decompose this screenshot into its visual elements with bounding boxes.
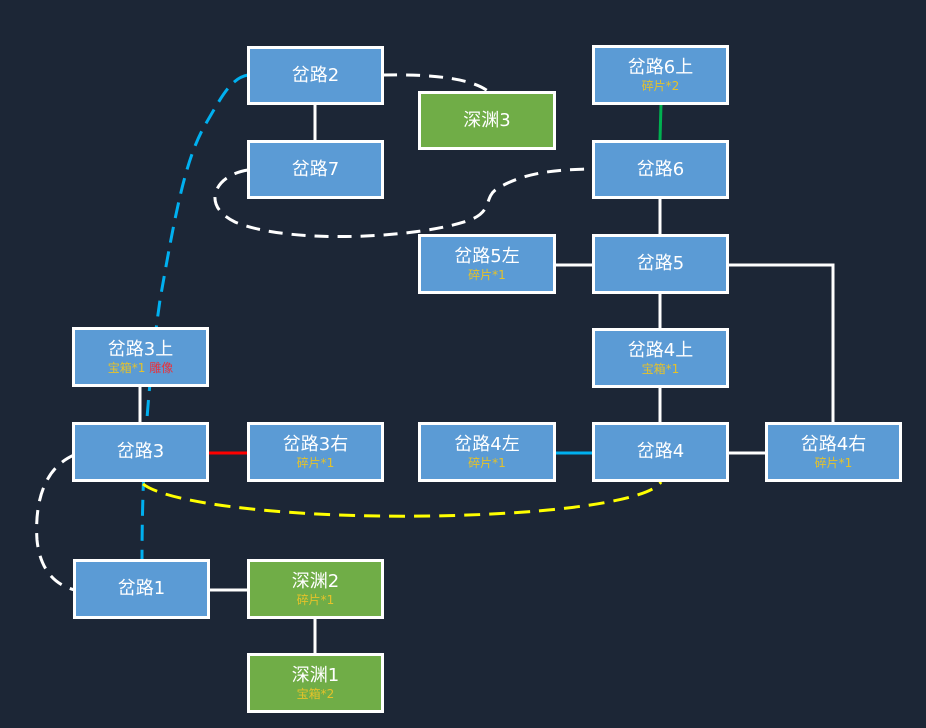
node-loot: 宝箱*2	[296, 686, 335, 701]
node-abyss-1: 深渊1 宝箱*2	[247, 653, 384, 713]
node-fork-7: 岔路7	[247, 140, 384, 199]
dashed-link-n3-n1	[35, 453, 76, 592]
statue-label: 雕像	[149, 360, 174, 375]
node-title: 深渊1	[291, 664, 340, 686]
node-abyss-2: 深渊2 碎片*1	[247, 559, 384, 619]
node-title: 岔路5	[636, 253, 685, 274]
dashed-link-n7-n6	[213, 167, 589, 239]
node-title: 岔路7	[291, 158, 340, 180]
node-title: 岔路4左	[454, 433, 520, 455]
node-title: 深渊2	[291, 570, 340, 592]
node-title: 岔路3右	[282, 433, 349, 455]
node-fork-3-right: 岔路3右 碎片*1	[247, 422, 384, 482]
node-title: 岔路4上	[627, 339, 694, 361]
node-fork-3-up: 岔路3上 宝箱*1 雕像	[72, 327, 209, 387]
node-title: 岔路2	[291, 64, 340, 86]
node-title: 岔路4	[636, 441, 685, 462]
node-title: 岔路6上	[627, 56, 694, 78]
dashed-link-n2-ab3	[382, 73, 490, 94]
node-loot: 碎片*1	[468, 455, 506, 470]
node-fork-4-right: 岔路4右 碎片*1	[765, 422, 902, 482]
node-loot: 宝箱*1 雕像	[107, 360, 174, 375]
dashed-link-n3-n4	[142, 481, 663, 518]
node-loot: 碎片*1	[296, 455, 335, 470]
node-fork-5-left: 岔路5左 碎片*1	[418, 234, 556, 294]
node-fork-6-up: 岔路6上 碎片*2	[592, 45, 729, 105]
node-fork-2: 岔路2	[247, 46, 384, 105]
node-fork-6: 岔路6	[592, 140, 729, 199]
node-title: 岔路3	[116, 441, 165, 462]
node-title: 岔路3上	[107, 338, 174, 360]
link-n6u-n6	[658, 103, 663, 141]
node-fork-1: 岔路1	[73, 559, 210, 619]
node-title: 岔路5左	[454, 245, 520, 267]
node-loot: 碎片*1	[814, 455, 853, 470]
dashed-link-n2-n1	[140, 73, 249, 561]
node-title: 岔路1	[117, 578, 166, 599]
node-loot: 碎片*1	[296, 592, 335, 607]
node-fork-5: 岔路5	[592, 234, 729, 294]
node-fork-4-up: 岔路4上 宝箱*1	[592, 328, 729, 388]
node-loot: 碎片*2	[641, 78, 680, 93]
node-loot: 宝箱*1	[641, 361, 680, 376]
node-abyss-3: 深渊3	[418, 91, 556, 150]
node-fork-4: 岔路4	[592, 422, 729, 482]
link-n5-n4r	[728, 263, 835, 423]
node-loot: 碎片*1	[468, 267, 506, 282]
node-title: 深渊3	[463, 109, 511, 131]
node-title: 岔路4右	[800, 433, 867, 455]
node-fork-3: 岔路3	[72, 422, 209, 482]
node-title: 岔路6	[636, 158, 685, 180]
node-fork-4-left: 岔路4左 碎片*1	[418, 422, 556, 482]
